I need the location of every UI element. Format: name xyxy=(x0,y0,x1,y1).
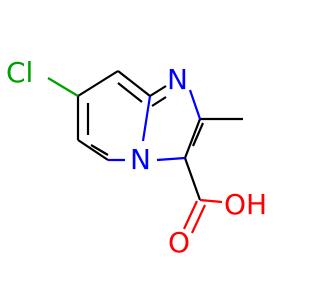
bond-c8a-n-imine-black xyxy=(149,85,167,97)
bond-c3-c2 xyxy=(183,118,202,159)
bond-c8-c8a xyxy=(117,70,151,97)
oxygen-carbonyl-atom: O xyxy=(168,226,190,259)
bond-c8a-n-imine-inner-black xyxy=(151,96,167,107)
chemical-structure-diagram: Cl N N O OH xyxy=(6,56,267,259)
bond-c7-cl xyxy=(47,77,79,97)
nitrogen-bridge-atom: N xyxy=(130,143,151,176)
bond-c3-c2-inner xyxy=(191,122,205,147)
hydroxyl-group: OH xyxy=(224,188,267,221)
bond-c8-c8a-inner xyxy=(117,82,143,103)
chlorine-atom: Cl xyxy=(6,56,33,89)
carbon-bonds xyxy=(76,70,243,201)
bond-n-bridge-c3 xyxy=(156,156,186,162)
bond-c7-c8 xyxy=(77,70,119,97)
bond-cooh-double-o xyxy=(183,200,198,230)
nitrogen-bonds xyxy=(108,89,202,162)
bond-cooh-double-o-2 xyxy=(191,204,206,234)
bond-c6-c5 xyxy=(77,139,109,161)
bond-c5-n4-inner xyxy=(90,144,109,156)
bond-c3-cooh xyxy=(183,157,202,201)
nitrogen-imine-atom: N xyxy=(167,63,188,96)
bond-cooh-oh xyxy=(199,198,223,204)
oxygen-bonds xyxy=(183,198,223,234)
bond-n-bridge-c8a xyxy=(141,95,152,142)
bond-n-imine-c2 xyxy=(188,89,202,120)
